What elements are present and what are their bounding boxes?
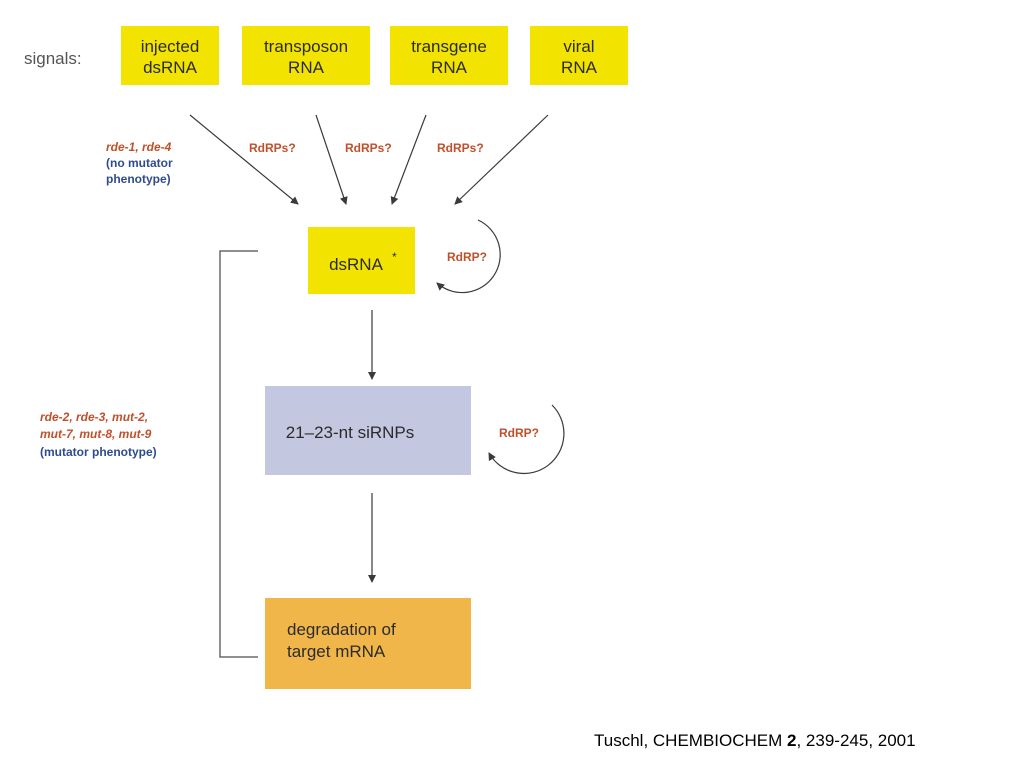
arrow-viral-to-dsrna [454, 114, 549, 205]
arrow-transgene-to-dsrna [390, 114, 427, 205]
dsrna-superscript: * [392, 250, 397, 264]
degradation-line2: target mRNA [287, 642, 386, 661]
degradation-box [265, 598, 471, 689]
sirnp-node: 21–23-nt siRNPs [265, 386, 471, 475]
signal-box-viral [530, 26, 628, 85]
signal-transposon-rna: transposon RNA [242, 26, 370, 85]
signal-transposon-line1: transposon [264, 37, 348, 56]
signal-box-transgene [390, 26, 508, 85]
rdrp-loop-label-upper: RdRP? [447, 250, 487, 264]
rdrps-label-2: RdRPs? [345, 141, 392, 155]
signal-box-transposon [242, 26, 370, 85]
signal-transgene-rna: transgene RNA [390, 26, 508, 85]
signal-viral-line1: viral [563, 37, 594, 56]
signal-injected-line1: injected [141, 37, 200, 56]
degradation-line1: degradation of [287, 620, 396, 639]
lower-genes-line2: mut-7, mut-8, mut-9 [40, 427, 152, 441]
lower-phenotype: (mutator phenotype) [40, 445, 157, 459]
upper-phenotype-line2: phenotype) [106, 172, 171, 186]
rdrp-loop-arrow-lower [488, 404, 565, 475]
citation-suffix: , 239-245, 2001 [796, 731, 916, 750]
arrow-injected-to-dsrna [189, 114, 299, 205]
dsrna-label: dsRNA [329, 255, 384, 274]
signal-box-injected [121, 26, 219, 85]
lower-genes-line1: rde-2, rde-3, mut-2, [40, 410, 148, 424]
upper-genes-label: rde-1, rde-4 [106, 140, 172, 154]
citation-volume: 2 [787, 731, 797, 750]
sirnp-label: 21–23-nt siRNPs [286, 423, 415, 442]
dsrna-box [308, 227, 415, 294]
signal-viral-rna: viral RNA [530, 26, 628, 85]
sirnp-box [265, 386, 471, 475]
rdrp-loop-label-lower: RdRP? [499, 426, 539, 440]
signal-transgene-line1: transgene [411, 37, 487, 56]
degradation-node: degradation of target mRNA [265, 598, 471, 689]
dsrna-node: dsRNA * [308, 227, 415, 294]
signal-injected-dsrna: injected dsRNA [121, 26, 219, 85]
signal-transposon-line2: RNA [288, 58, 325, 77]
signal-viral-line2: RNA [561, 58, 598, 77]
citation: Tuschl, CHEMBIOCHEM 2, 239-245, 2001 [594, 731, 916, 751]
signal-transgene-line2: RNA [431, 58, 468, 77]
signals-label: signals: [24, 49, 82, 68]
arrow-transposon-to-dsrna [315, 114, 348, 205]
rdrps-label-3: RdRPs? [437, 141, 484, 155]
pathway-bracket [219, 250, 258, 658]
rdrp-loop-arrow-upper [436, 219, 501, 294]
signal-injected-line2: dsRNA [143, 58, 198, 77]
rdrps-label-1: RdRPs? [249, 141, 296, 155]
citation-prefix: Tuschl, CHEMBIOCHEM [594, 731, 788, 750]
upper-phenotype-line1: (no mutator [106, 156, 173, 170]
